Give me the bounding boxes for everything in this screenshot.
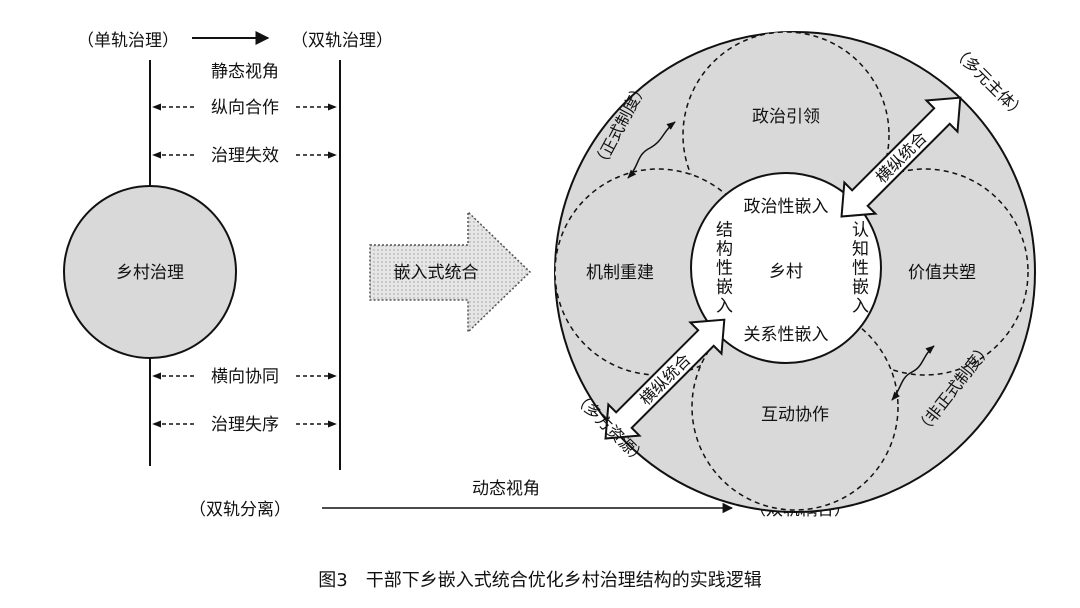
political-lead-circle xyxy=(682,31,890,239)
interactive-coop-label: 互动协作 xyxy=(761,405,829,425)
vertical-coop-arrow: 纵向合作 xyxy=(152,98,337,118)
single-track-label: （单轨治理） xyxy=(77,31,179,51)
horizontal-coord-arrow: 横向协同 xyxy=(152,367,337,387)
rural-governance-label: 乡村治理 xyxy=(116,263,184,283)
village-label: 乡村 xyxy=(769,262,803,282)
static-view-label: 静态视角 xyxy=(211,62,279,82)
relation-embed-label: 关系性嵌入 xyxy=(744,325,829,345)
political-lead-label: 政治引领 xyxy=(752,107,820,127)
formal-inst-wavy-arrow xyxy=(627,121,676,179)
cognitive-embed-label: 认知性嵌入 xyxy=(848,220,869,315)
figure-caption: 图3 干部下乡嵌入式统合优化乡村治理结构的实践逻辑 xyxy=(318,570,761,591)
value-shaping-label: 价值共塑 xyxy=(908,263,976,283)
gov-disorder-arrow: 治理失序 xyxy=(152,415,337,435)
political-embed-label: 政治性嵌入 xyxy=(744,197,829,217)
dual-separation-label: （双轨分离） xyxy=(189,500,291,520)
vertical-coop-label: 纵向合作 xyxy=(211,98,279,118)
informal-inst-wavy-arrow xyxy=(891,345,935,401)
village-circle xyxy=(690,172,882,364)
horizontal-coord-label: 横向协同 xyxy=(211,367,279,387)
dynamic-view-label: 动态视角 xyxy=(472,479,540,499)
gov-failure-arrow: 治理失效 xyxy=(152,146,337,166)
mechanism-rebuild-label: 机制重建 xyxy=(586,263,654,283)
dual-track-label: （双轨治理） xyxy=(291,31,393,51)
embedded-integration-label: 嵌入式统合 xyxy=(394,263,479,283)
structure-embed-label: 结构性嵌入 xyxy=(712,220,733,315)
embedded-integration-arrow: 嵌入式统合 xyxy=(369,210,532,334)
interactive-coop-circle xyxy=(691,303,899,511)
value-shaping-circle xyxy=(821,168,1029,376)
gov-disorder-label: 治理失序 xyxy=(211,415,279,435)
rural-governance-circle xyxy=(63,185,237,359)
gov-failure-label: 治理失效 xyxy=(211,146,279,166)
